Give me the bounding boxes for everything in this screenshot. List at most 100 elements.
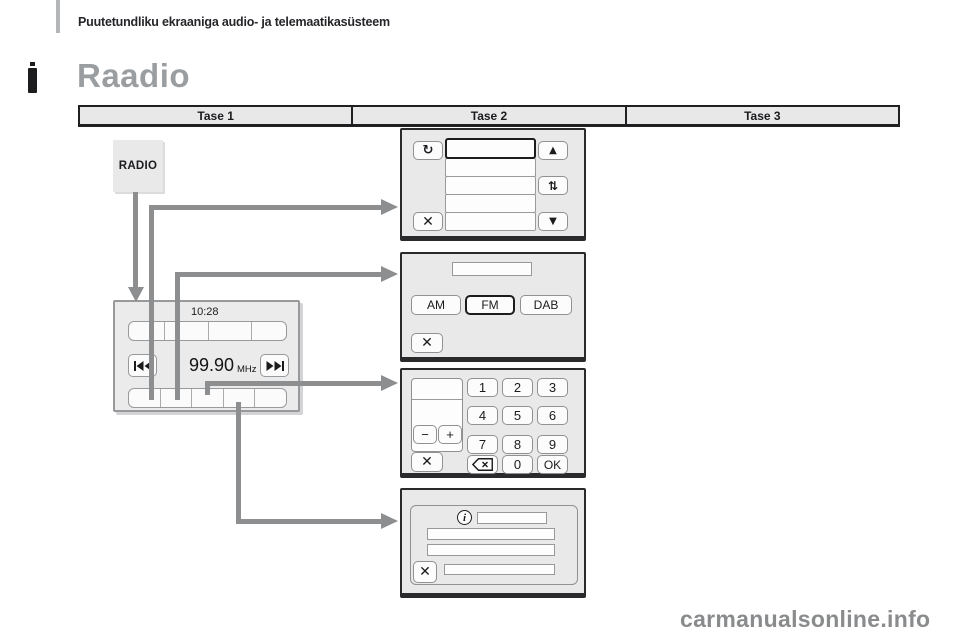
info-icon: i	[457, 510, 472, 525]
flow-arrow-4-head	[381, 513, 398, 529]
key-6-label: 6	[548, 408, 557, 423]
tab-segment[interactable]	[252, 322, 286, 340]
list-item[interactable]	[445, 176, 536, 195]
function-button[interactable]	[129, 389, 161, 407]
radio-source-label: RADIO	[118, 160, 158, 172]
frequency-entry-field	[412, 379, 462, 400]
band-fm-label: FM	[481, 298, 499, 312]
level-column-3: Tase 3	[744, 108, 781, 123]
clock: 10:28	[191, 306, 219, 318]
close-icon: ✕	[421, 454, 433, 470]
key-0[interactable]: 0	[502, 455, 533, 474]
seek-forward-icon	[266, 360, 284, 371]
key-7-label: 7	[478, 437, 487, 452]
plus-button[interactable]: +	[438, 425, 462, 444]
minus-button[interactable]: −	[413, 425, 437, 444]
info-field-1	[477, 512, 547, 524]
flow-arrow-radio-head	[128, 287, 144, 302]
scroll-up-icon: ▲	[549, 144, 557, 156]
scroll-down-icon: ▼	[549, 215, 557, 227]
chapter-marker-icon	[28, 62, 37, 93]
source-tab-bar	[128, 321, 287, 341]
flow-arrow-3-head	[381, 375, 398, 391]
tab-segment[interactable]	[129, 322, 165, 340]
key-1-label: 1	[478, 380, 487, 395]
band-dab-button[interactable]: DAB	[520, 295, 572, 315]
page-title: Raadio	[77, 57, 191, 94]
key-6[interactable]: 6	[537, 406, 568, 425]
reorder-icon: ⇅	[547, 178, 559, 193]
close-icon: ✕	[421, 335, 433, 351]
function-button[interactable]	[224, 389, 256, 407]
close-button[interactable]: ✕	[413, 212, 443, 231]
key-0-label: 0	[513, 457, 522, 472]
info-field-4	[444, 564, 555, 575]
tab-segment[interactable]	[176, 322, 209, 340]
key-9[interactable]: 9	[537, 435, 568, 454]
key-8[interactable]: 8	[502, 435, 533, 454]
flow-arrow-4-horizontal	[239, 519, 382, 524]
frequency-keypad-screen: − + 1 2 3 4 5 6 7 8 9	[400, 368, 586, 478]
radio-source-button[interactable]: RADIO	[113, 140, 163, 192]
flow-arrow-1-head	[381, 199, 398, 215]
levels-table-header: Tase 1 Tase 2 Tase 3	[78, 105, 900, 127]
list-item-selected[interactable]	[445, 138, 536, 159]
plus-label: +	[446, 427, 454, 442]
watermark: carmanualsonline.info	[680, 606, 931, 632]
close-button[interactable]: ✕	[411, 333, 443, 353]
backspace-icon	[472, 458, 493, 471]
key-2-label: 2	[513, 380, 522, 395]
flow-arrow-1-horizontal	[152, 205, 382, 210]
reorder-button[interactable]: ⇅	[538, 176, 568, 195]
key-5-label: 5	[513, 408, 522, 423]
flow-arrow-4-vertical	[236, 402, 241, 524]
ok-button[interactable]: OK	[537, 455, 568, 474]
close-icon: ✕	[422, 213, 434, 230]
header-divider	[56, 0, 60, 33]
band-am-button[interactable]: AM	[411, 295, 461, 315]
numeric-keypad: 1 2 3 4 5 6 7 8 9 0	[467, 378, 571, 474]
function-button[interactable]	[161, 389, 193, 407]
flow-arrow-1-vertical	[149, 205, 154, 400]
function-button[interactable]	[192, 389, 224, 407]
key-7[interactable]: 7	[467, 435, 498, 454]
refresh-button[interactable]: ↻	[413, 141, 443, 160]
close-button[interactable]: ✕	[413, 561, 437, 583]
minus-label: −	[421, 427, 429, 442]
chapter-marker-bar	[28, 68, 37, 93]
frequency-unit: MHz	[237, 364, 257, 375]
backspace-button[interactable]	[467, 455, 498, 474]
flow-arrow-radio-line	[133, 192, 138, 288]
station-info-screen: i ✕	[400, 488, 586, 598]
info-field-3	[427, 544, 555, 556]
flow-arrow-3-horizontal	[208, 381, 382, 386]
band-fm-button-selected[interactable]: FM	[465, 295, 515, 315]
list-item[interactable]	[445, 194, 536, 213]
band-dab-label: DAB	[533, 298, 559, 312]
key-2[interactable]: 2	[502, 378, 533, 397]
station-list	[445, 138, 536, 231]
chapter-marker-dot	[30, 62, 35, 66]
station-list-screen: ↻ ▲ ⇅ ▼ ✕	[400, 128, 586, 241]
scroll-down-button[interactable]: ▼	[538, 212, 568, 231]
key-3-label: 3	[548, 380, 557, 395]
function-button-bar	[128, 388, 287, 408]
key-4[interactable]: 4	[467, 406, 498, 425]
list-item[interactable]	[445, 212, 536, 231]
list-item[interactable]	[445, 158, 536, 177]
key-8-label: 8	[513, 437, 522, 452]
seek-forward-button[interactable]	[260, 354, 289, 377]
flow-arrow-2-head	[381, 266, 398, 282]
level-column-2: Tase 2	[353, 107, 627, 124]
tab-segment[interactable]	[209, 322, 252, 340]
scroll-up-button[interactable]: ▲	[538, 141, 568, 160]
ok-label: OK	[543, 457, 562, 472]
frequency-value: 99.90	[189, 355, 235, 375]
frequency-entry-panel	[411, 378, 463, 452]
close-button[interactable]: ✕	[411, 452, 443, 472]
key-1[interactable]: 1	[467, 378, 498, 397]
function-button[interactable]	[255, 389, 286, 407]
key-5[interactable]: 5	[502, 406, 533, 425]
key-3[interactable]: 3	[537, 378, 568, 397]
